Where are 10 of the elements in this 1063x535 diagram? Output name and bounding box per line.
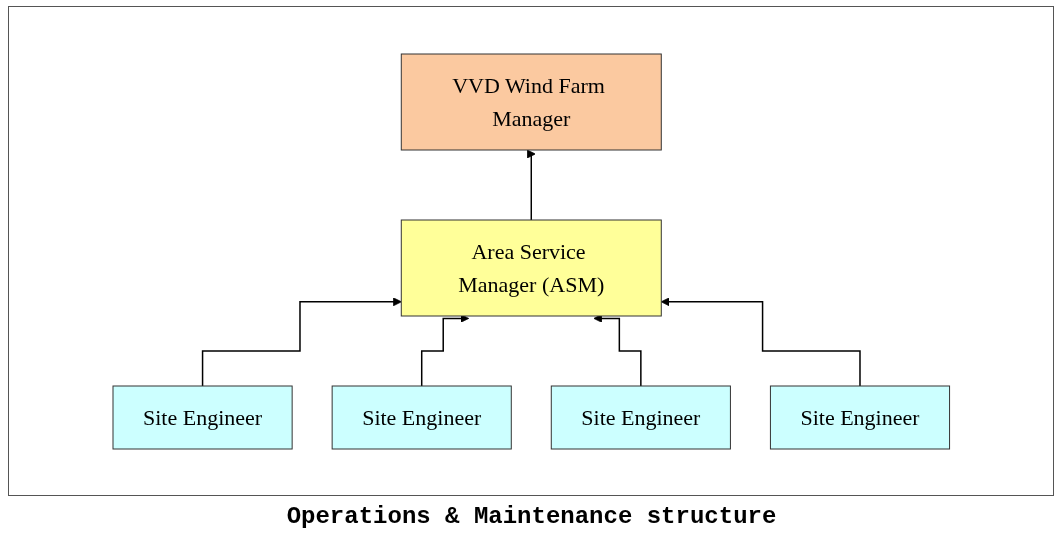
arrow bbox=[201, 296, 402, 387]
node-box: Site Engineer bbox=[769, 385, 950, 449]
node-box: VVD Wind Farm Manager bbox=[400, 53, 662, 150]
arrow bbox=[526, 149, 536, 221]
node-box: Area Service Manager (ASM) bbox=[400, 219, 662, 316]
node-box: Site Engineer bbox=[112, 385, 293, 449]
arrow bbox=[660, 296, 861, 387]
node-box: Site Engineer bbox=[550, 385, 731, 449]
caption: Operations & Maintenance structure bbox=[285, 503, 778, 530]
node-box: Site Engineer bbox=[331, 385, 512, 449]
